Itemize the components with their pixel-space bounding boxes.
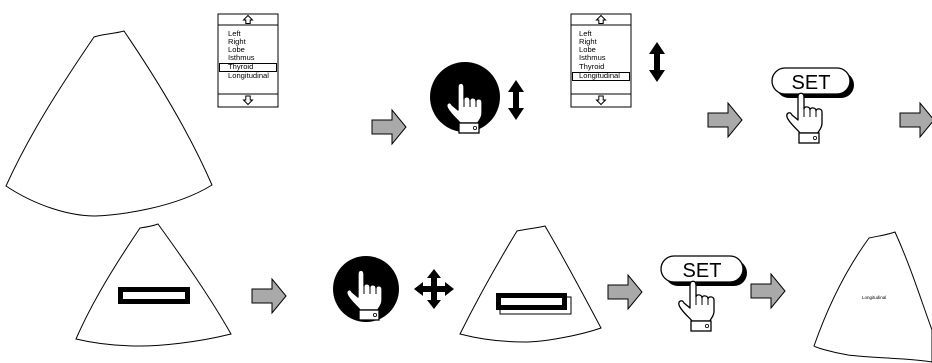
annotation-list-box-2: Left Right Lobe Isthmus Thyroid Longitud… [571,14,631,107]
list-item[interactable]: Isthmus [228,53,255,62]
four-way-arrow-icon [414,269,454,309]
annotation-cursor-bar [118,287,190,304]
right-arrow-icon [608,275,642,309]
ultrasound-sector-small [76,224,231,346]
annotation-cursor-bar [496,293,571,314]
pointing-hand-icon [787,93,822,143]
set-button-label: SET [792,72,831,94]
set-button[interactable]: SET [772,68,854,98]
scan-annotation-label: Longitudinal [862,295,886,300]
right-arrow-icon [708,103,742,137]
ultrasound-sector-large [6,31,212,216]
list-item[interactable]: Thyroid [579,62,604,71]
annotation-list-box-1: Left Right Lobe Isthmus Thyroid Longitud… [218,14,278,107]
list-item[interactable]: Thyroid [228,62,253,71]
vertical-double-arrow-icon [649,42,665,82]
right-arrow-icon [751,274,785,308]
list-item[interactable]: Longitudinal [228,71,269,80]
right-arrow-icon [252,279,286,313]
right-arrow-icon [900,103,932,137]
pointing-hand-icon [679,281,714,331]
set-button[interactable]: SET [661,256,747,286]
vertical-double-arrow-icon [508,80,524,120]
list-item[interactable]: Longitudinal [579,71,620,80]
set-button-label: SET [683,260,722,282]
ultrasound-sector-small [460,226,601,342]
list-item[interactable]: Isthmus [579,53,606,62]
right-arrow-icon [372,110,406,144]
